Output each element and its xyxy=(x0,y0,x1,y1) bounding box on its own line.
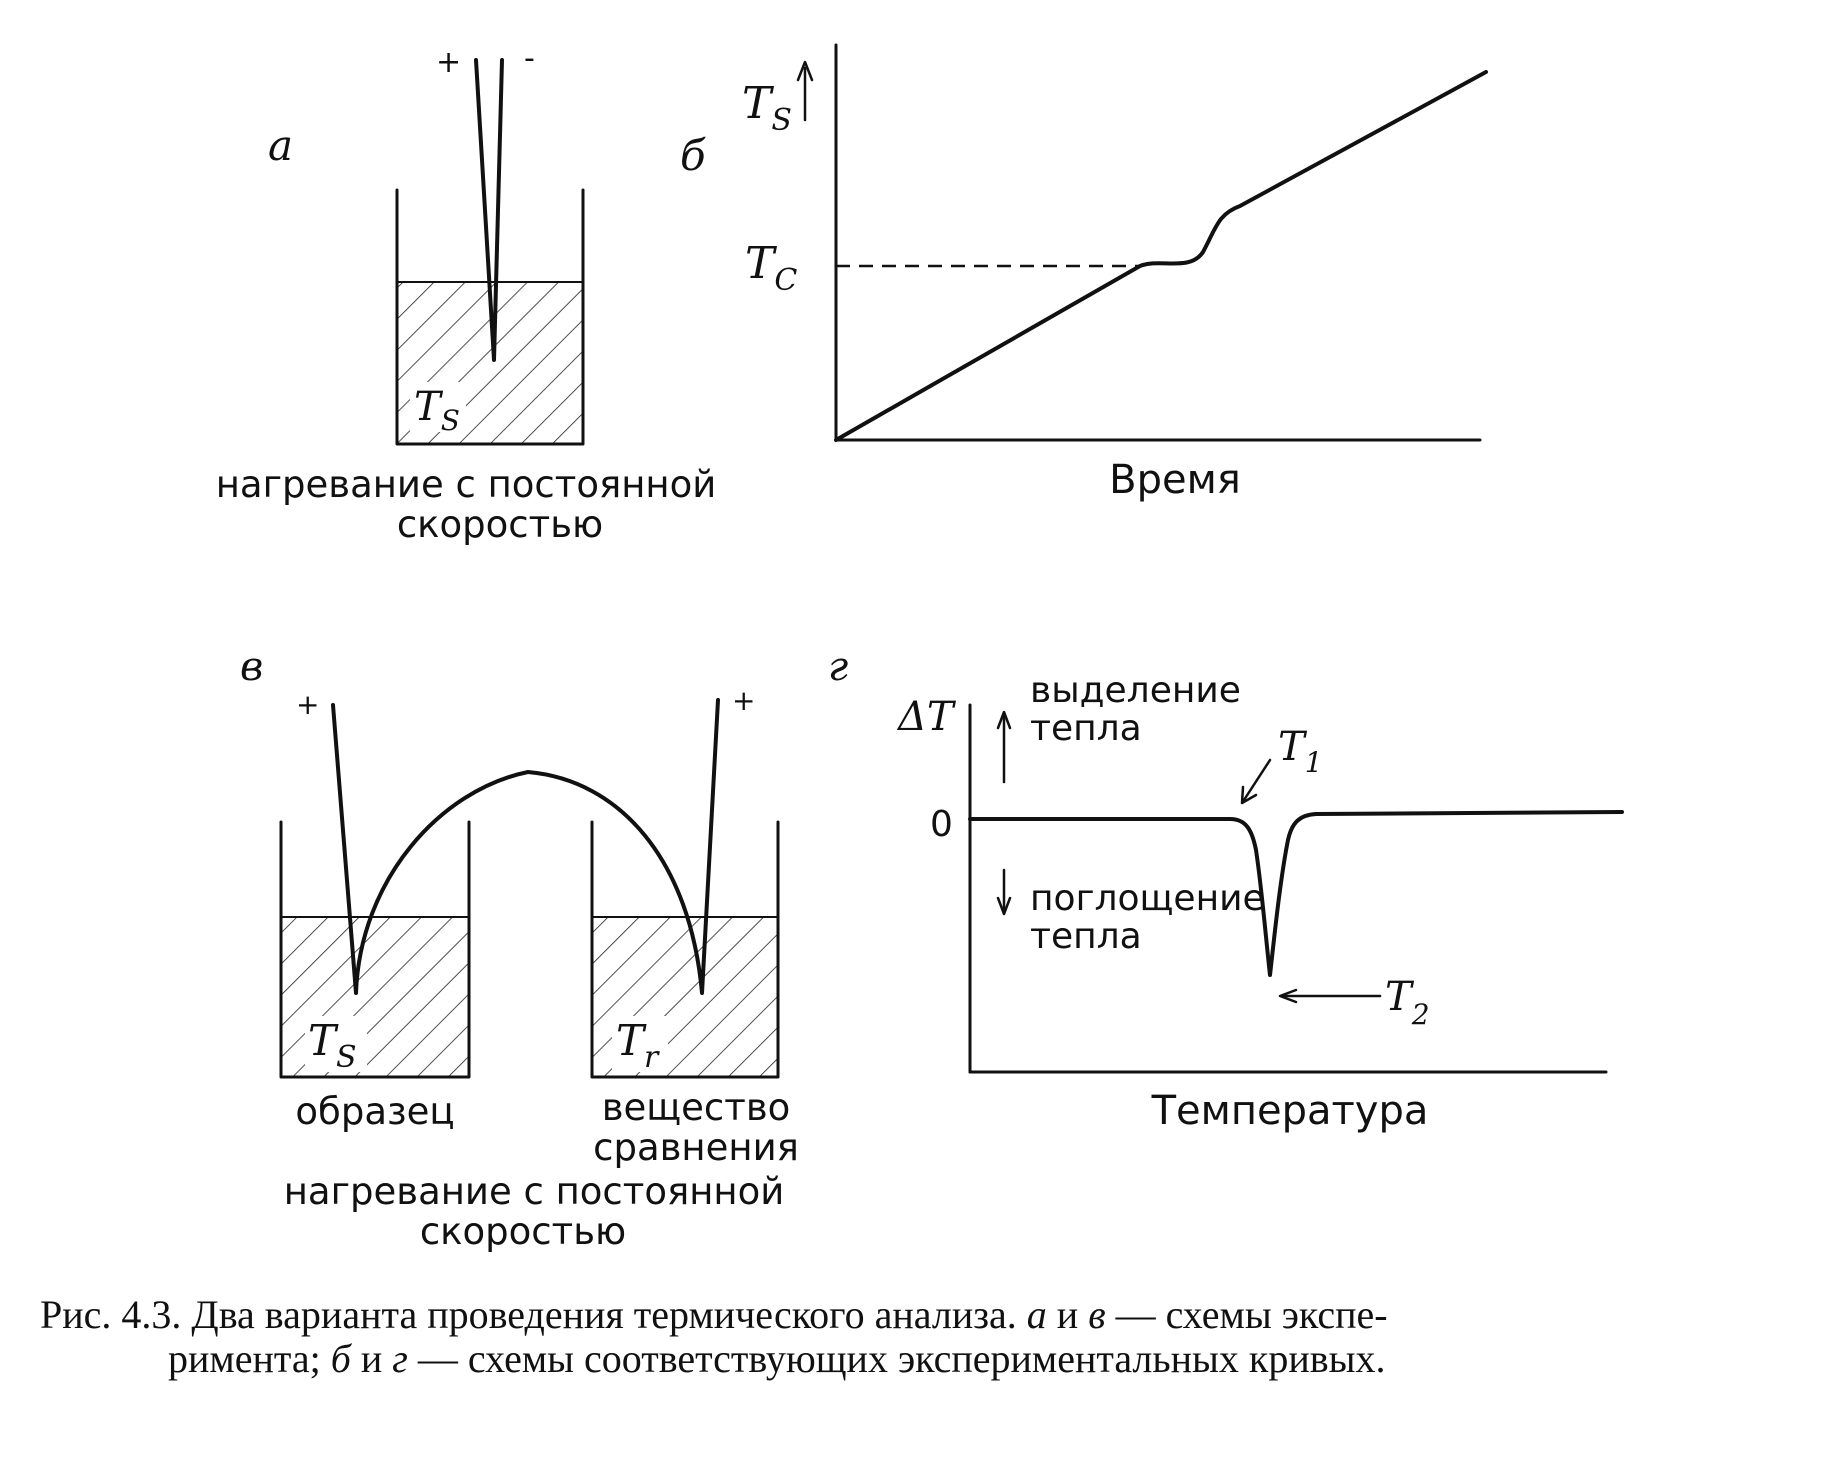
x-axis-label: Время xyxy=(1109,457,1241,503)
sample-temp-label: TS xyxy=(308,1016,357,1075)
absorb-label-line2: тепла xyxy=(1030,916,1142,957)
panel-v-caption-line1: нагревание с постоянной xyxy=(284,1170,785,1213)
sample-label: образец xyxy=(295,1090,454,1133)
reference-beaker xyxy=(590,820,780,1079)
panel-b-letter: б xyxy=(680,131,706,180)
reference-temp-label: Tr xyxy=(616,1016,660,1075)
y-axis-label: TS xyxy=(742,78,792,138)
panel-a-caption-line2: скоростью xyxy=(397,503,603,546)
dta-curve xyxy=(968,810,1624,977)
reference-label-line1: вещество xyxy=(602,1086,791,1129)
heating-curve xyxy=(834,70,1488,442)
sample-beaker xyxy=(279,820,471,1079)
reference-plus-sign: + xyxy=(732,684,755,717)
t2-label: T2 xyxy=(1385,974,1430,1031)
thermocouple-plus-sign: + xyxy=(436,45,461,80)
panel-v-letter: в xyxy=(240,644,263,690)
sample-plus-sign: + xyxy=(296,688,319,721)
thermocouple-minus-sign: - xyxy=(524,41,535,76)
absorb-label-line1: поглощение xyxy=(1030,878,1265,919)
release-label-line1: выделение xyxy=(1030,670,1241,711)
panel-a: а + - TS нагревание с постоянной скорост… xyxy=(216,41,717,546)
caption-line1: Рис. 4.3. Два варианта проведения термич… xyxy=(40,1292,1388,1337)
panel-g: г ΔT 0 выделение тепла поглощение тепла … xyxy=(828,644,1624,1134)
panel-g-letter: г xyxy=(828,644,848,690)
differential-thermocouple xyxy=(331,698,720,995)
tc-label: TC xyxy=(745,238,797,298)
t1-label: T1 xyxy=(1278,724,1323,779)
figure-caption: Рис. 4.3. Два варианта проведения термич… xyxy=(40,1292,1388,1381)
thermocouple xyxy=(474,58,504,362)
release-label-line2: тепла xyxy=(1030,708,1142,749)
beaker-outline xyxy=(395,188,585,446)
panel-v-caption-line2: скоростью xyxy=(420,1210,626,1253)
t1-pointer-arrow xyxy=(1242,758,1272,802)
panel-b: б TS TC Время xyxy=(680,43,1488,503)
y-axis-label: ΔT xyxy=(896,694,957,740)
panel-a-caption-line1: нагревание с постоянной xyxy=(216,463,717,506)
zero-label: 0 xyxy=(930,804,953,845)
reference-label-line2: сравнения xyxy=(593,1126,799,1169)
x-axis-label: Температура xyxy=(1151,1088,1429,1134)
caption-line2: римента; б и г — схемы соответствующих э… xyxy=(168,1336,1386,1381)
panel-a-letter: а xyxy=(268,121,293,170)
panel-v: в + + TS Tr образец вещество сравнения н… xyxy=(240,644,799,1253)
sample-temp-label: TS xyxy=(414,384,460,437)
